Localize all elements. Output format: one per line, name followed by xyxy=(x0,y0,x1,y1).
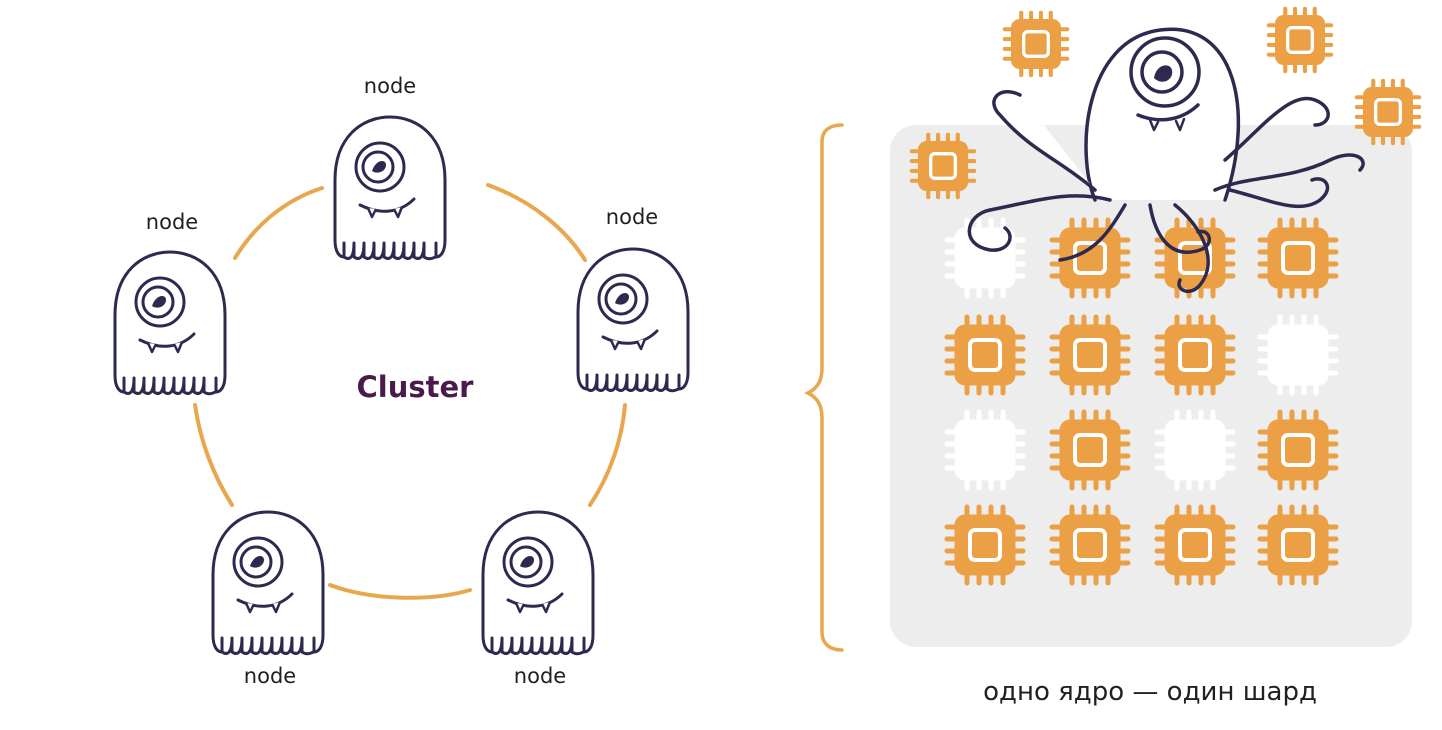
held-core xyxy=(1269,9,1331,71)
cluster-title: Cluster xyxy=(357,370,475,404)
node-label: node xyxy=(146,210,198,234)
octopus-mascot xyxy=(967,27,1365,294)
node-label: node xyxy=(606,205,658,229)
cpu-core-active xyxy=(947,317,1023,393)
held-core xyxy=(1357,81,1419,143)
cpu-core-inactive xyxy=(1260,317,1336,393)
cpu-core-active xyxy=(1260,220,1336,296)
cpu-core-active xyxy=(947,507,1023,583)
cpu-core-active xyxy=(1260,412,1336,488)
node-label: node xyxy=(514,664,566,688)
node-bottom-left: node xyxy=(211,510,325,688)
node-label: node xyxy=(364,74,416,98)
ring-arc-bottom xyxy=(328,583,472,600)
node-right: node xyxy=(576,205,690,393)
shard-caption: одно ядро — один шард xyxy=(983,677,1317,707)
cpu-core-active xyxy=(1157,507,1233,583)
cpu-core-active xyxy=(1260,507,1336,583)
curly-brace xyxy=(804,123,844,652)
cpu-core-active xyxy=(1157,220,1233,296)
cpu-core-active xyxy=(1052,412,1128,488)
cpu-core-inactive xyxy=(1157,412,1233,488)
ring-arc-top-right xyxy=(486,183,587,262)
held-core xyxy=(1005,13,1067,75)
ring-arc-top-left xyxy=(233,186,324,260)
cpu-core-inactive xyxy=(947,220,1023,296)
ring-arc-left xyxy=(193,403,234,507)
node-bottom-right: node xyxy=(481,510,595,688)
node-label: node xyxy=(244,664,296,688)
node-left: node xyxy=(113,210,227,396)
held-core xyxy=(912,135,974,197)
cpu-core-active xyxy=(1157,317,1233,393)
cpu-core-inactive xyxy=(947,412,1023,488)
node-top: node xyxy=(333,74,447,261)
ring-arc-right xyxy=(588,403,627,507)
cluster-ring xyxy=(193,183,627,600)
cluster-nodes: node node node node node xyxy=(113,74,690,688)
cpu-core-active xyxy=(1052,317,1128,393)
cpu-core-active xyxy=(1052,507,1128,583)
